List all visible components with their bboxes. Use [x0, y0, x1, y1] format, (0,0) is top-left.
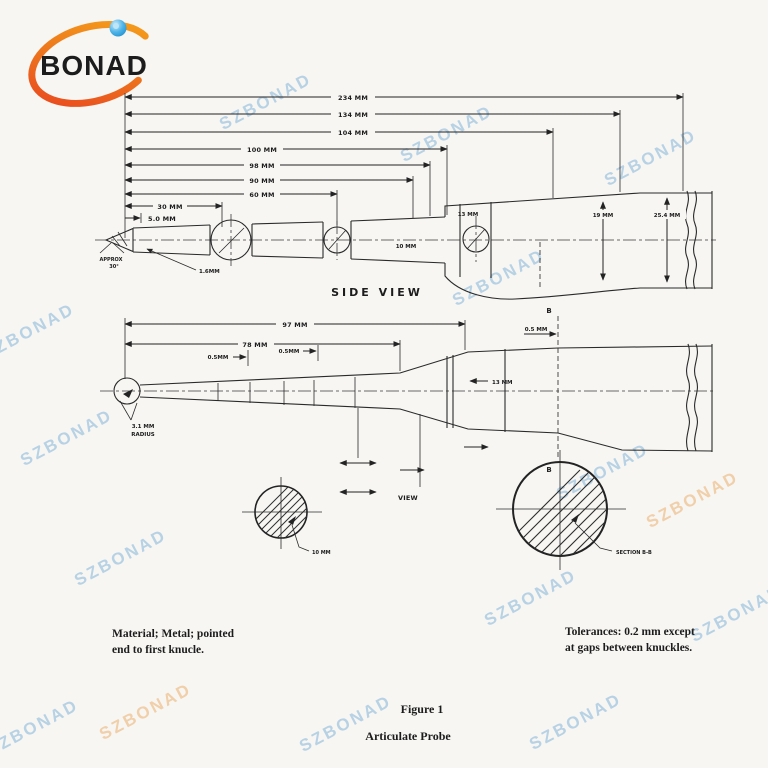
dim-97mm: 97 MM	[282, 321, 307, 329]
view-label: VIEW	[398, 494, 418, 502]
dim-78mm: 78 MM	[242, 341, 267, 349]
section-a-circle: 10 MM	[242, 477, 331, 556]
dim-104mm: 104 MM	[338, 129, 368, 137]
dim-19mm: 19 MM	[593, 213, 614, 219]
gap-dim-1: 0.5MM	[208, 355, 229, 361]
figure-title: Articulate Probe	[365, 729, 451, 743]
material-note-line2: end to first knucle.	[112, 644, 204, 656]
dim-60mm: 60 MM	[249, 191, 274, 199]
tip-radius-word: RADIUS	[131, 432, 155, 438]
dim-98mm: 98 MM	[249, 162, 274, 170]
tip-approx-label: APPROX	[100, 257, 123, 263]
section-b-bottom-label: B	[546, 466, 551, 474]
tip-radius-label: 1.6MM	[199, 269, 220, 275]
bottom-view-dimension-ladder: 97 MM 78 MM 0.5MM 0.5MM 0.5 MM B B 13 MM	[124, 307, 559, 474]
dim-30mm: 30 MM	[157, 203, 182, 211]
dim-13mm-side: 13 MM	[458, 212, 479, 218]
section-b-circle: SECTION B-B	[496, 450, 652, 570]
dim-13mm-bottom: 13 MM	[492, 380, 513, 386]
logo-dot-highlight	[113, 23, 119, 29]
notes-block: Material; Metal; pointed end to first kn…	[112, 626, 695, 656]
gap-dim-3: 0.5 MM	[525, 327, 548, 333]
figure-number: Figure 1	[401, 702, 444, 716]
tolerance-note-line2: at gaps between knuckles.	[565, 642, 692, 654]
side-view-dimension-ladder: 234 MM 134 MM 104 MM 100 MM 98 MM 90 MM …	[124, 92, 684, 238]
side-view-title: SIDE VIEW	[331, 286, 423, 299]
logo-text: BONAD	[40, 50, 148, 81]
section-b-label: SECTION B-B	[616, 550, 652, 556]
tip-angle-label: 30°	[109, 264, 119, 270]
bottom-view-probe: 3.1 MM RADIUS VIEW	[100, 343, 716, 502]
material-note-line1: Material; Metal; pointed	[112, 628, 235, 640]
dim-5mm: 5.0 MM	[148, 215, 176, 223]
section-b-top-label: B	[546, 307, 551, 315]
dim-134mm: 134 MM	[338, 111, 368, 119]
bonad-logo: BONAD	[12, 8, 182, 118]
dim-100mm: 100 MM	[247, 146, 277, 154]
dim-234mm: 234 MM	[338, 94, 368, 102]
logo-ellipse	[28, 21, 157, 107]
section-a-dia-label: 10 MM	[312, 550, 331, 556]
tip-radius-value: 3.1 MM	[132, 424, 155, 430]
gap-dim-2: 0.5MM	[279, 349, 300, 355]
side-view-probe: 19 MM 25.4 MM 13 MM 10 MM APPROX 30° 1.6…	[95, 190, 716, 300]
dim-25-4mm: 25.4 MM	[654, 213, 680, 219]
tolerance-note-line1: Tolerances: 0.2 mm except	[565, 626, 695, 638]
dim-90mm: 90 MM	[249, 177, 274, 185]
caption-block: Figure 1 Articulate Probe	[365, 702, 451, 743]
dim-10mm-side: 10 MM	[396, 244, 417, 250]
